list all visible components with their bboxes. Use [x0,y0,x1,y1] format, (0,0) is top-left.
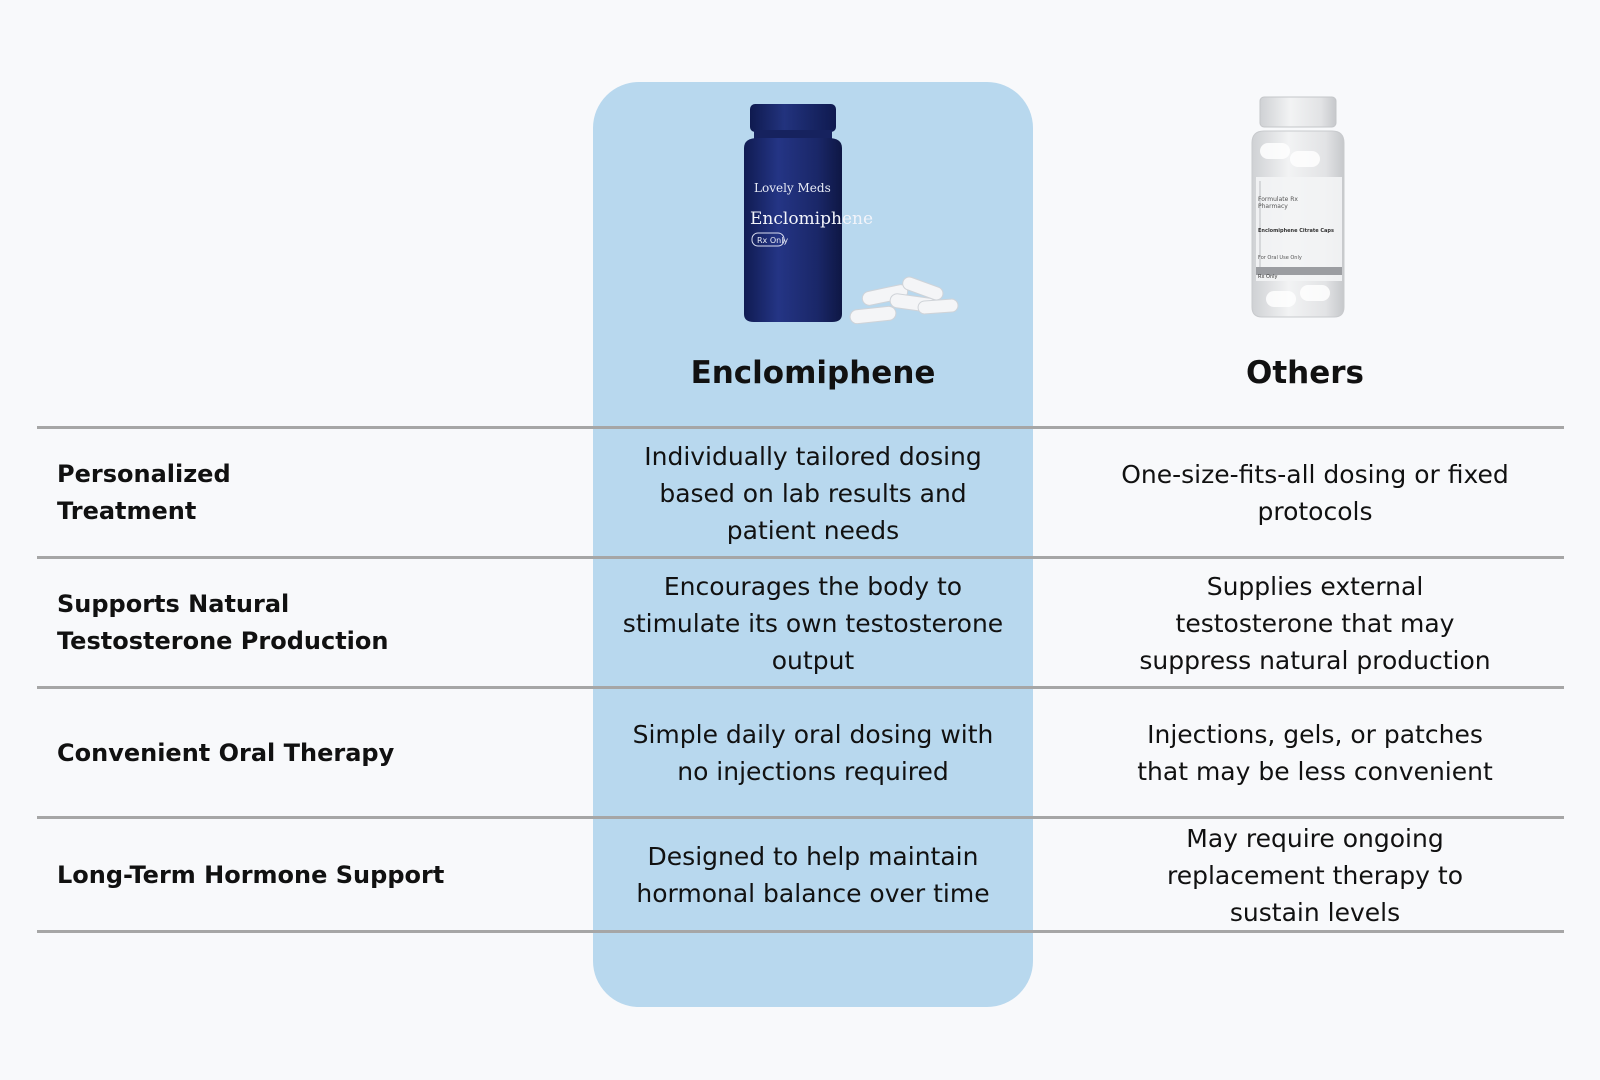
others-usage-label: For Oral Use Only [1258,255,1302,261]
feature-label-text: Long-Term Hormone Support [57,860,445,889]
feature-label: Convenient Oral Therapy [57,690,527,816]
cell-text: Simple daily oral dosing with no injecti… [632,720,994,786]
cell-text: One-size-fits-all dosing or fixed protoc… [1121,460,1509,526]
cell-text: May require ongoing replacement therapy … [1166,823,1464,927]
table-cell-enclomiphene: Simple daily oral dosing with no injecti… [603,690,1023,816]
bottle-product-label: Enclomiphene [750,209,873,229]
others-label-line1: Formulate Rx [1258,196,1298,203]
feature-label: Personalized Treatment [57,430,527,556]
others-label-line2: Pharmacy [1258,203,1288,210]
cell-text: Injections, gels, or patches that may be… [1137,720,1493,786]
others-badge-label: Rx Only [1258,274,1278,280]
pill-bottle-icon: Formulate Rx Pharmacy Enclomiphene Citra… [1251,96,1345,318]
table-rule [37,930,1564,933]
column-heading-others: Others [1245,355,1364,391]
enclomiphene-bottle-image: Lovely Meds Enclomiphene Rx Only [740,100,970,344]
cell-text: Designed to help maintain hormonal balan… [636,842,990,908]
feature-label-text: Supports Natural Testosterone Production [57,590,389,655]
feature-label: Supports Natural Testosterone Production [57,560,527,686]
feature-label-text: Personalized Treatment [57,460,231,525]
table-cell-others: May require ongoing replacement therapy … [1090,820,1540,930]
table-cell-enclomiphene: Encourages the body to stimulate its own… [603,560,1023,686]
table-rule [37,816,1564,819]
feature-label: Long-Term Hormone Support [57,820,527,930]
column-heading-enclomiphene: Enclomiphene [690,355,936,391]
cell-text: Encourages the body to stimulate its own… [622,571,1004,675]
others-product-label: Enclomiphene Citrate Caps [1258,228,1334,234]
table-rule [37,686,1564,689]
bottle-badge-label: Rx Only [757,236,788,245]
table-rule [37,426,1564,429]
cell-text: Supplies external testosterone that may … [1139,571,1491,675]
bottle-brand-label: Lovely Meds [754,181,831,195]
table-cell-others: One-size-fits-all dosing or fixed protoc… [1090,430,1540,556]
table-cell-others: Injections, gels, or patches that may be… [1090,690,1540,816]
pill-bottle-icon: Lovely Meds Enclomiphene Rx Only [744,104,959,325]
table-cell-enclomiphene: Designed to help maintain hormonal balan… [603,820,1023,930]
table-cell-enclomiphene: Individually tailored dosing based on la… [603,430,1023,556]
table-rule [37,556,1564,559]
cell-text: Individually tailored dosing based on la… [644,441,982,545]
others-bottle-image: Formulate Rx Pharmacy Enclomiphene Citra… [1250,95,1360,329]
feature-label-text: Convenient Oral Therapy [57,738,395,767]
table-cell-others: Supplies external testosterone that may … [1090,560,1540,686]
